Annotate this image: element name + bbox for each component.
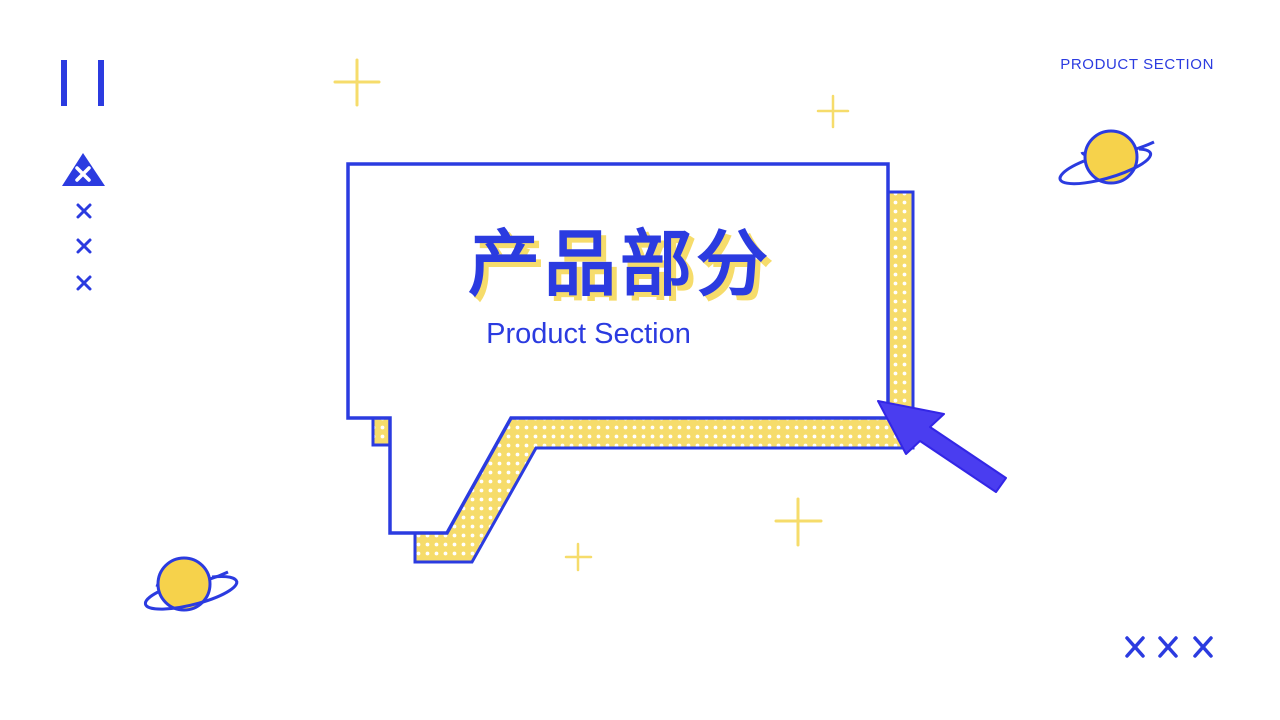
x-mark-icon: [1158, 636, 1178, 658]
x-mark-icon: [76, 203, 92, 219]
sparkle-icon: [564, 542, 593, 572]
x-mark-icon: [76, 238, 92, 254]
section-tag: PRODUCT SECTION: [1060, 56, 1214, 73]
sparkle-icon: [774, 497, 823, 547]
page-subtitle: Product Section: [486, 318, 691, 350]
x-mark-icon: [76, 275, 92, 291]
page-title: 产品部分: [467, 222, 772, 306]
pause-bars-icon: [61, 60, 104, 106]
speech-bubble-icon: [346, 162, 915, 564]
triangle-x-icon: [62, 153, 105, 186]
x-mark-icon: [1125, 636, 1145, 658]
sparkle-icon: [333, 58, 381, 107]
x-mark-icon: [1193, 636, 1213, 658]
cursor-arrow-icon: [877, 400, 1007, 493]
sparkle-icon: [816, 94, 850, 129]
planet-icon: [1058, 129, 1155, 186]
planet-icon: [143, 556, 239, 612]
